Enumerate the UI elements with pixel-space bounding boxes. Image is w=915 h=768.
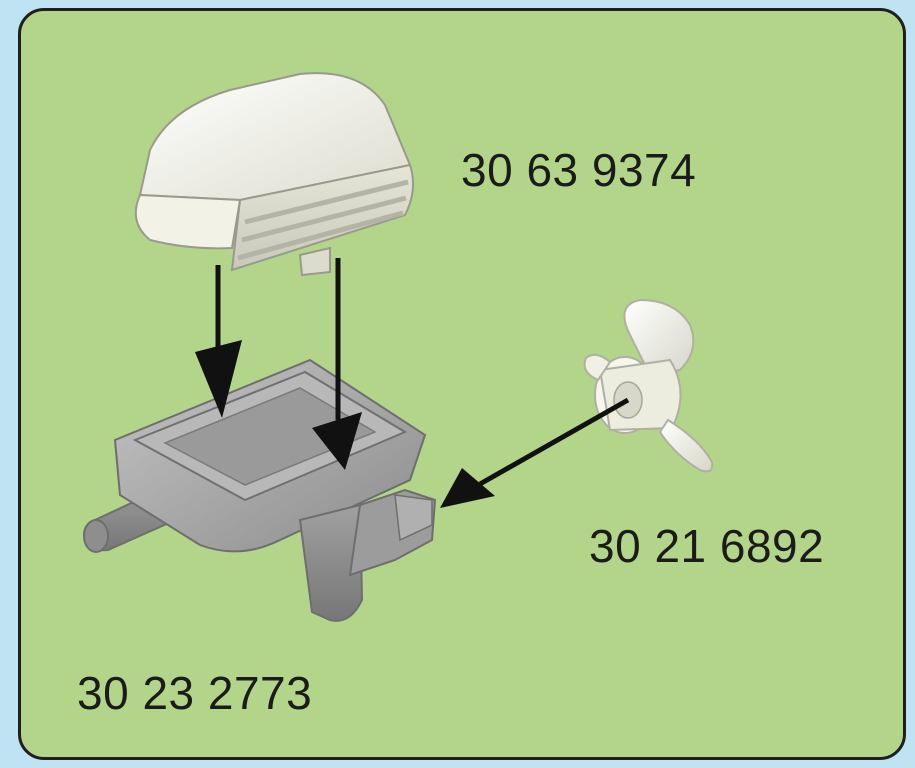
propeller-arrow	[440, 400, 628, 508]
pump-housing-icon	[84, 360, 435, 621]
cover-icon	[136, 73, 413, 275]
propeller-icon	[585, 300, 713, 471]
